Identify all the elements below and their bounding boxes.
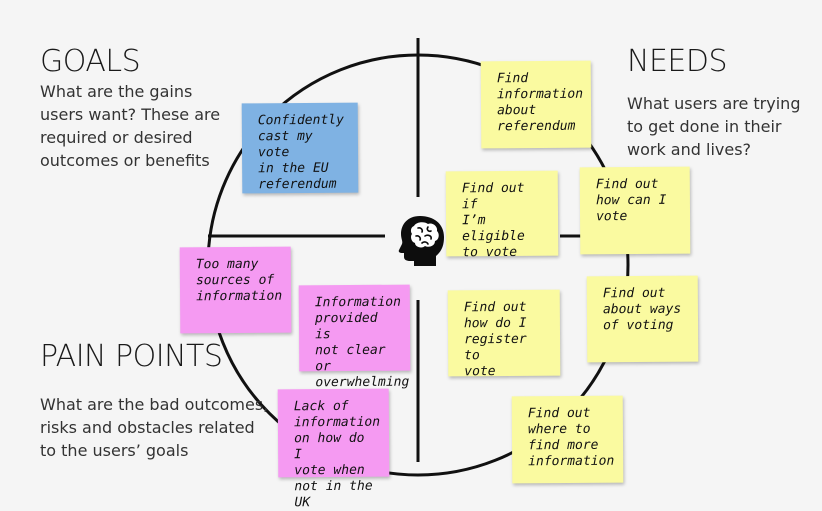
need-note-text: Find out where to find more information xyxy=(527,405,615,470)
need-sticky-note: Find out how can I vote xyxy=(579,166,691,255)
pain-note-text: Information provided is not clear or ove… xyxy=(314,294,410,391)
need-sticky-note: Find out where to find more information xyxy=(511,395,624,484)
pain-sticky-note: Information provided is not clear or ove… xyxy=(298,284,411,390)
need-note-text: Find out if I’m eligible to vote xyxy=(461,180,525,261)
need-sticky-note: Find out how do I register to vote xyxy=(447,289,561,379)
needs-description: What users are trying to get done in the… xyxy=(627,94,801,159)
pain-sticky-note: Lack of information on how do I vote whe… xyxy=(277,388,390,510)
pain-points-heading: PAIN POINTS xyxy=(40,339,223,374)
need-sticky-note: Find out if I’m eligible to vote xyxy=(445,170,559,260)
need-note-text: Find information about referendum xyxy=(496,71,584,135)
needs-heading: NEEDS xyxy=(627,44,728,79)
need-note-text: Find out how do I register to vote xyxy=(463,299,527,380)
goals-description: What are the gains users want? These are… xyxy=(40,82,221,170)
need-note-text: Find out about ways of voting xyxy=(602,285,682,334)
pain-note-text: Lack of information on how do I vote whe… xyxy=(293,398,381,511)
need-sticky-note: Find information about referendum xyxy=(480,60,592,149)
need-note-text: Find out how can I vote xyxy=(595,176,667,225)
pain-note-text: Too many sources of information xyxy=(195,256,283,305)
need-sticky-note: Find out about ways of voting xyxy=(586,275,699,363)
pain-sticky-note: Too many sources of information xyxy=(179,246,292,334)
goal-sticky-note: Confidently cast my vote in the EU refer… xyxy=(241,102,359,194)
head-brain-icon xyxy=(398,216,444,266)
pain-points-description: What are the bad outcomes, risks and obs… xyxy=(40,395,269,460)
goal-note-text: Confidently cast my vote in the EU refer… xyxy=(257,112,344,193)
goals-heading: GOALS xyxy=(40,44,141,79)
